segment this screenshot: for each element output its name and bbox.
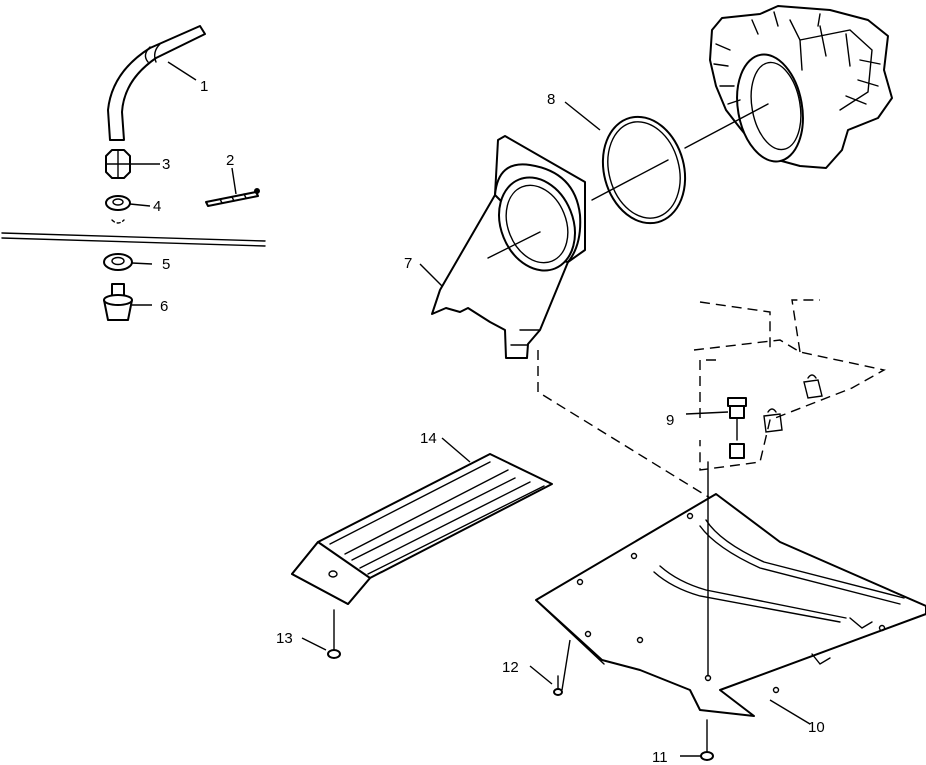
callout-5: 5 [162,256,170,273]
hull-bump-a [803,374,823,399]
mounting-surface-line [1,232,266,242]
callout-13: 13 [276,630,293,647]
callout-7: 7 [404,255,412,272]
leader-lines [129,61,811,757]
part-nut [105,149,131,179]
part-screw-13 [327,609,341,659]
part-o-ring [601,115,687,225]
callout-14: 14 [420,430,437,447]
part-hose [107,25,206,141]
callout-1: 1 [200,78,208,95]
mounting-surface-line-2 [1,237,266,247]
part-skid-plate [535,493,926,717]
part-ride-plate [291,453,553,605]
callout-labels: 1 2 3 4 5 6 7 8 9 10 11 12 13 14 [153,78,825,765]
callout-3: 3 [162,156,170,173]
guide-line-dashed [537,350,711,499]
hull-outline-dashed [693,299,886,471]
part-drain-plug [727,397,747,459]
alignment-line-mid [591,159,669,201]
callout-8: 8 [547,91,555,108]
alignment-line-upper [684,103,769,149]
callout-4: 4 [153,198,161,215]
hull-bump-b [763,408,783,433]
callout-12: 12 [502,659,519,676]
callout-9: 9 [666,412,674,429]
callout-11: 11 [652,749,668,765]
part-washer-lower [103,253,133,271]
part-pin [205,188,260,207]
alignment-line-lower [487,231,541,259]
part-o-ring-inner [607,121,681,219]
part-pump-housing [709,5,893,169]
callout-6: 6 [160,298,168,315]
part-fitting [103,283,133,321]
part-washer-upper [105,195,131,224]
part-screw-12 [553,675,563,696]
callout-2: 2 [226,152,234,169]
callout-10: 10 [808,719,825,736]
part-screw-11 [700,719,714,761]
